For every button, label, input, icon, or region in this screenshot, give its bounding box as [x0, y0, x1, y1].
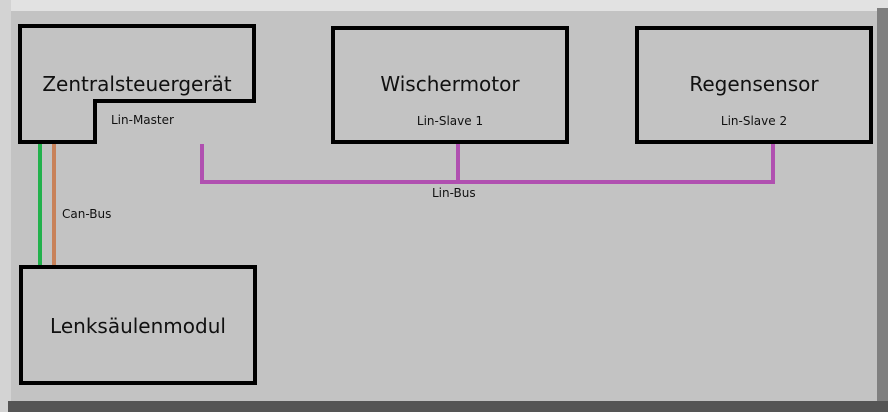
node-title: Wischermotor — [380, 72, 520, 96]
node-title: Zentralsteuergerät — [42, 72, 232, 96]
lin-bus-label: Lin-Bus — [432, 186, 476, 200]
lin-bus-drop-slave2 — [771, 140, 775, 184]
node-sub-label: Lin-Slave 2 — [720, 114, 788, 128]
node-regensensor: Regensensor Lin-Slave 2 — [635, 26, 873, 144]
node-title: Lenksäulenmodul — [50, 314, 226, 338]
can-bus-line-orange — [52, 140, 56, 268]
lin-bus-drop-slave1 — [456, 140, 460, 184]
node-wischermotor: Wischermotor Lin-Slave 1 — [331, 26, 569, 144]
can-bus-line-green — [38, 140, 42, 268]
frame-border-bottom — [8, 401, 888, 412]
node-sub-label: Lin-Master — [111, 113, 174, 127]
frame-border-left — [0, 0, 11, 412]
node-lin-master: Lin-Master — [93, 99, 256, 144]
frame-border-right — [877, 8, 888, 412]
node-lenksaeulenmodul: Lenksäulenmodul — [19, 265, 257, 385]
node-zentralsteuergeraet: Zentralsteuergerät Lin-Master — [18, 24, 256, 144]
lin-bus-trunk — [200, 180, 775, 184]
can-bus-label: Can-Bus — [62, 207, 112, 221]
lin-bus-drop-master — [200, 140, 204, 184]
node-title: Regensensor — [689, 72, 819, 96]
node-sub-label: Lin-Slave 1 — [416, 114, 484, 128]
frame-border-top — [0, 0, 888, 11]
